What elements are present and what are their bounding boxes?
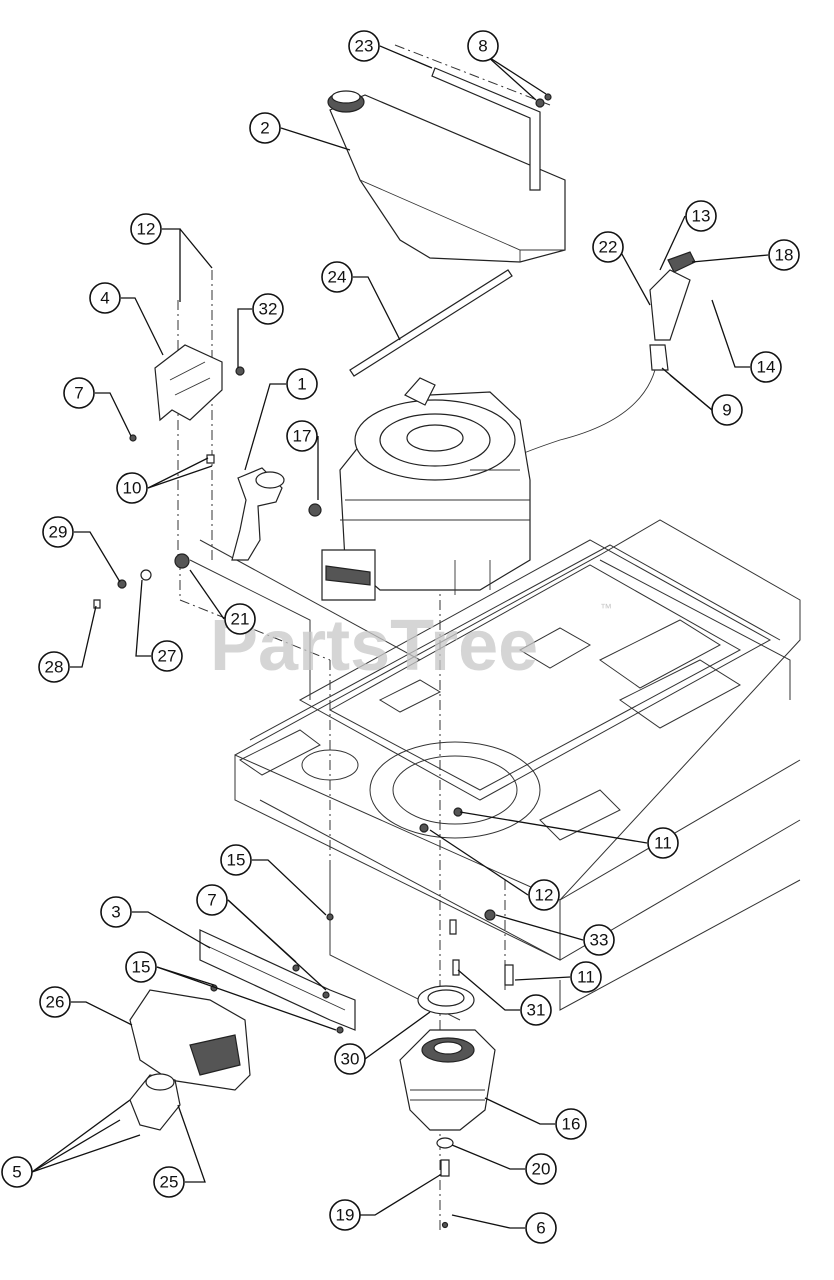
callout-label: 19 <box>336 1206 355 1225</box>
callout-7-top: 7 <box>63 377 95 409</box>
callout-label: 24 <box>328 268 347 287</box>
callout-label: 20 <box>532 1160 551 1179</box>
watermark: PartsTree ™ <box>210 601 612 686</box>
callout-12-top: 12 <box>130 213 162 245</box>
callout-label: 5 <box>12 1163 21 1182</box>
callout-3: 3 <box>100 896 132 928</box>
callout-32: 32 <box>252 293 284 325</box>
callout-label: 15 <box>227 851 246 870</box>
callout-18: 18 <box>768 239 800 271</box>
callout-label: 13 <box>692 207 711 226</box>
callout-label: 25 <box>160 1173 179 1192</box>
callout-1: 1 <box>286 368 318 400</box>
callout-label: 28 <box>45 658 64 677</box>
callout-19: 19 <box>329 1199 361 1231</box>
callout-label: 14 <box>757 358 776 377</box>
callout-10: 10 <box>116 472 148 504</box>
pto-clutch <box>399 807 514 1229</box>
callout-label: 7 <box>207 891 216 910</box>
callout-15-upper: 15 <box>220 844 252 876</box>
callout-label: 11 <box>577 968 595 987</box>
frame-deck <box>189 519 801 1021</box>
callout-label: 27 <box>158 647 177 666</box>
callout-label: 31 <box>527 1001 546 1020</box>
callout-14: 14 <box>750 351 782 383</box>
callout-label: 9 <box>722 401 731 420</box>
callout-label: 1 <box>297 375 306 394</box>
callout-5: 5 <box>1 1156 33 1188</box>
leader-lines <box>31 45 769 1229</box>
callout-11-upper: 11 <box>647 827 679 859</box>
callout-label: 3 <box>111 903 120 922</box>
callout-17: 17 <box>286 420 318 452</box>
callout-29: 29 <box>42 516 74 548</box>
callout-label: 33 <box>590 931 609 950</box>
callout-21: 21 <box>224 603 256 635</box>
callout-label: 16 <box>562 1115 581 1134</box>
callout-4: 4 <box>89 282 121 314</box>
callout-label: 23 <box>355 37 374 56</box>
watermark-trademark: ™ <box>600 601 612 615</box>
callout-8: 8 <box>467 30 499 62</box>
callout-24: 24 <box>321 261 353 293</box>
callout-label: 12 <box>137 220 156 239</box>
callout-label: 11 <box>654 834 672 853</box>
callout-label: 4 <box>100 289 109 308</box>
throttle-control <box>479 251 696 476</box>
callout-label: 26 <box>46 993 65 1012</box>
callout-label: 12 <box>535 886 554 905</box>
callout-label: 32 <box>259 300 278 319</box>
engine-cover <box>154 344 223 422</box>
callout-23: 23 <box>348 30 380 62</box>
callout-9: 9 <box>711 394 743 426</box>
heat-shield <box>199 913 356 1034</box>
callout-11-lower: 11 <box>570 961 602 993</box>
callout-label: 18 <box>775 246 794 265</box>
callout-6: 6 <box>525 1212 557 1244</box>
centerlines <box>177 44 551 1230</box>
callout-15-lower: 15 <box>125 951 157 983</box>
callout-13: 13 <box>685 200 717 232</box>
callout-12-lower: 12 <box>528 879 560 911</box>
callout-27: 27 <box>151 640 183 672</box>
fuel-line <box>349 269 513 377</box>
tank-bracket <box>431 67 552 191</box>
callout-25: 25 <box>153 1166 185 1198</box>
callout-label: 8 <box>478 37 487 56</box>
callout-label: 21 <box>231 610 250 629</box>
muffler <box>129 989 251 1131</box>
fuel-tank <box>327 90 566 263</box>
callout-label: 17 <box>293 427 312 446</box>
callout-label: 22 <box>599 238 618 257</box>
callout-30: 30 <box>334 1043 366 1075</box>
callout-label: 30 <box>341 1050 360 1069</box>
callout-label: 29 <box>49 523 68 542</box>
callout-26: 26 <box>39 986 71 1018</box>
watermark-text: PartsTree <box>210 606 538 686</box>
callout-33: 33 <box>583 924 615 956</box>
callout-7-lower: 7 <box>196 884 228 916</box>
exhaust-pipe <box>231 467 285 561</box>
callouts: 23 8 2 12 4 32 7 1 17 10 29 21 27 28 22 … <box>1 30 800 1244</box>
callout-2: 2 <box>249 112 281 144</box>
callout-label: 2 <box>260 119 269 138</box>
callout-label: 15 <box>132 958 151 977</box>
engine <box>308 377 531 601</box>
callout-22: 22 <box>592 231 624 263</box>
callout-28: 28 <box>38 651 70 683</box>
callout-20: 20 <box>525 1153 557 1185</box>
callout-label: 10 <box>123 479 142 498</box>
hardware-left <box>93 366 245 609</box>
callout-16: 16 <box>555 1108 587 1140</box>
callout-label: 7 <box>74 384 83 403</box>
callout-label: 6 <box>536 1219 545 1238</box>
callout-31: 31 <box>520 994 552 1026</box>
